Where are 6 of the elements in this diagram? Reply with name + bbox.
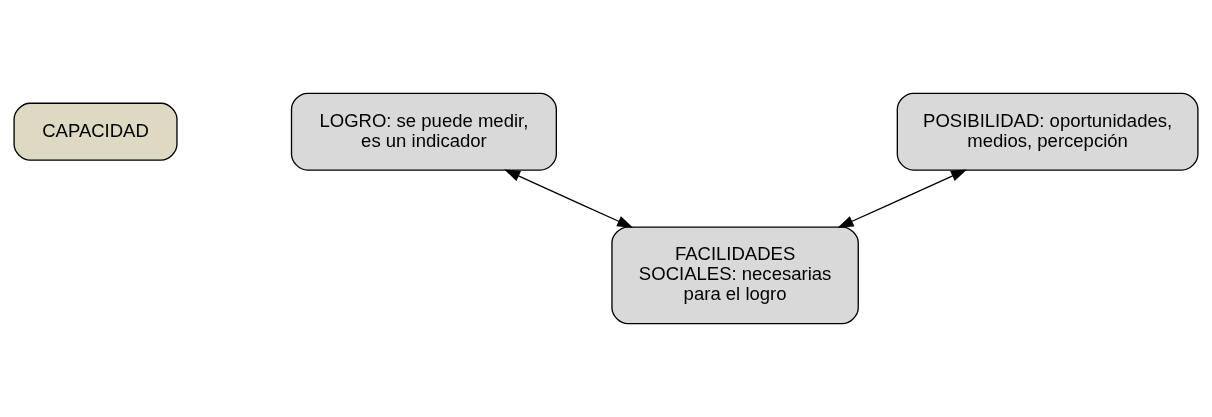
arrow (837, 169, 967, 228)
arrow (504, 169, 634, 228)
node-box: FACILIDADES SOCIALES: necesarias para el logro (611, 226, 859, 325)
node-box: LOGRO: se puede medir, es un indicador (290, 92, 557, 171)
node-box: CAPACIDAD (13, 102, 178, 161)
node-box: POSIBILIDAD: oportunidades, medios, percepción (896, 92, 1199, 171)
